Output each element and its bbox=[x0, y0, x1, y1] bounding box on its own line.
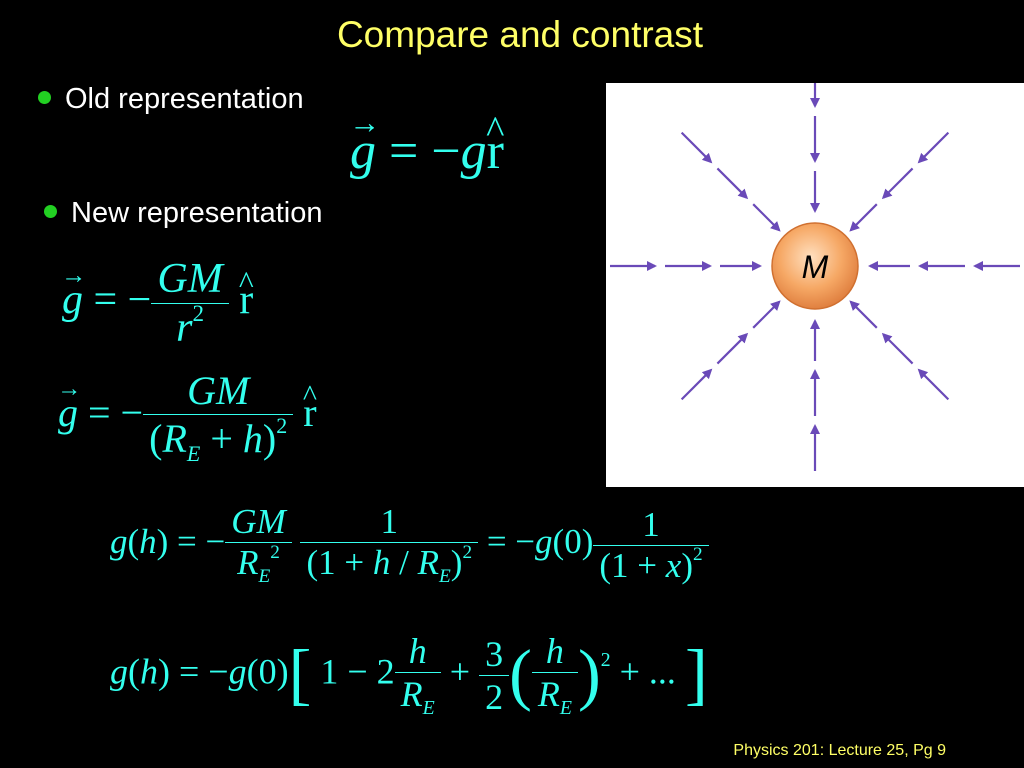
field-arrow bbox=[680, 131, 713, 164]
equation-old: g = −gr bbox=[350, 122, 504, 181]
slide-footer: Physics 201: Lecture 25, Pg 9 bbox=[733, 742, 946, 759]
slide-title: Compare and contrast bbox=[336, 14, 704, 55]
mass-label: M bbox=[802, 249, 829, 285]
bullet-label: Old representation bbox=[65, 83, 304, 115]
field-arrow bbox=[917, 368, 950, 401]
bullet-dot bbox=[38, 90, 51, 104]
field-arrow bbox=[849, 300, 878, 329]
field-arrow bbox=[716, 167, 749, 200]
field-arrow bbox=[881, 332, 914, 365]
field-arrow bbox=[917, 131, 950, 164]
bullet-old-representation: Old representation bbox=[38, 83, 304, 116]
field-arrow bbox=[680, 368, 713, 401]
equation-new-2: g = −GM(RE + h)2 r bbox=[58, 367, 317, 467]
bullet-new-representation: New representation bbox=[44, 197, 322, 230]
bullet-dot bbox=[44, 204, 57, 218]
field-arrow bbox=[716, 332, 749, 365]
field-arrow bbox=[881, 167, 914, 200]
field-arrow bbox=[752, 203, 781, 232]
bullet-label: New representation bbox=[71, 197, 323, 229]
field-arrow bbox=[752, 300, 781, 329]
field-lines-svg: M bbox=[610, 61, 1020, 471]
gravitational-field-diagram: M bbox=[606, 61, 1024, 487]
field-arrow bbox=[849, 203, 878, 232]
mass-sphere bbox=[771, 222, 859, 310]
